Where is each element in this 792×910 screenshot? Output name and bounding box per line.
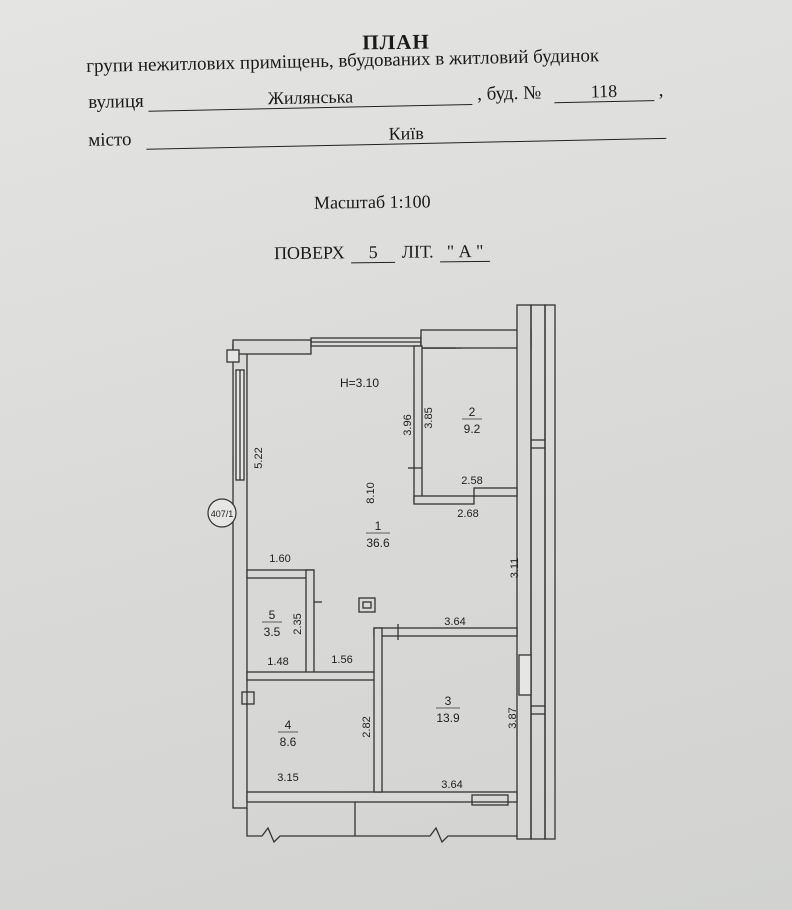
room-3-number: 3: [445, 694, 452, 708]
dim-8-10: 8.10: [365, 482, 377, 503]
room-1-area: 36.6: [366, 536, 390, 550]
dim-3-87: 3.87: [507, 707, 519, 728]
wall-room5-right: [305, 569, 315, 677]
vent-shaft: [358, 597, 376, 613]
column-room4: [241, 691, 255, 705]
dim-3-64-bottom: 3.64: [441, 779, 462, 791]
shaft-right-outer: [544, 304, 556, 840]
wall-room2-left: [413, 345, 423, 503]
dim-1-60: 1.60: [269, 553, 290, 565]
dim-3-96: 3.96: [402, 414, 414, 435]
outside-break-line: [246, 808, 517, 844]
dim-5-22: 5.22: [253, 447, 265, 468]
wall-room2-bottom-b: [473, 487, 518, 497]
shaft-right: [530, 304, 546, 840]
room-4-area: 8.6: [280, 735, 297, 749]
room-2-number: 2: [469, 405, 476, 419]
radiator: [471, 794, 509, 806]
dim-2-58: 2.58: [461, 475, 482, 487]
vent-shaft-inner: [362, 601, 372, 609]
dim-3-15: 3.15: [277, 772, 298, 784]
wall-top-right: [420, 329, 532, 349]
height-note: Н=3.10: [340, 376, 379, 390]
reference-mark: 407/1: [211, 509, 234, 519]
dim-1-48: 1.48: [267, 656, 288, 668]
room-3-area: 13.9: [436, 711, 460, 725]
reference-circle: [207, 498, 237, 528]
dim-2-82: 2.82: [361, 716, 373, 737]
room-5-number: 5: [269, 608, 276, 622]
dim-2-68: 2.68: [457, 508, 478, 520]
room-1-number: 1: [375, 519, 382, 533]
dim-1-56: 1.56: [331, 654, 352, 666]
column-top-left: [226, 349, 240, 363]
dim-3-64-top: 3.64: [444, 616, 465, 628]
room-2-area: 9.2: [464, 422, 481, 436]
wall-room2-bottom-a: [413, 495, 475, 505]
dim-3-11: 3.11: [509, 558, 521, 579]
wall-room5-top: [246, 569, 314, 579]
dim-2-35: 2.35: [292, 613, 304, 634]
wall-top-left: [232, 339, 312, 355]
wall-room3-top: [373, 627, 518, 637]
dim-3-85: 3.85: [423, 407, 435, 428]
room-5-area: 3.5: [264, 625, 281, 639]
wall-room4-top: [246, 671, 378, 681]
room-4-number: 4: [285, 718, 292, 732]
column-right: [518, 654, 532, 696]
wall-room3-left: [373, 627, 383, 793]
wall-bottom: [246, 791, 518, 803]
